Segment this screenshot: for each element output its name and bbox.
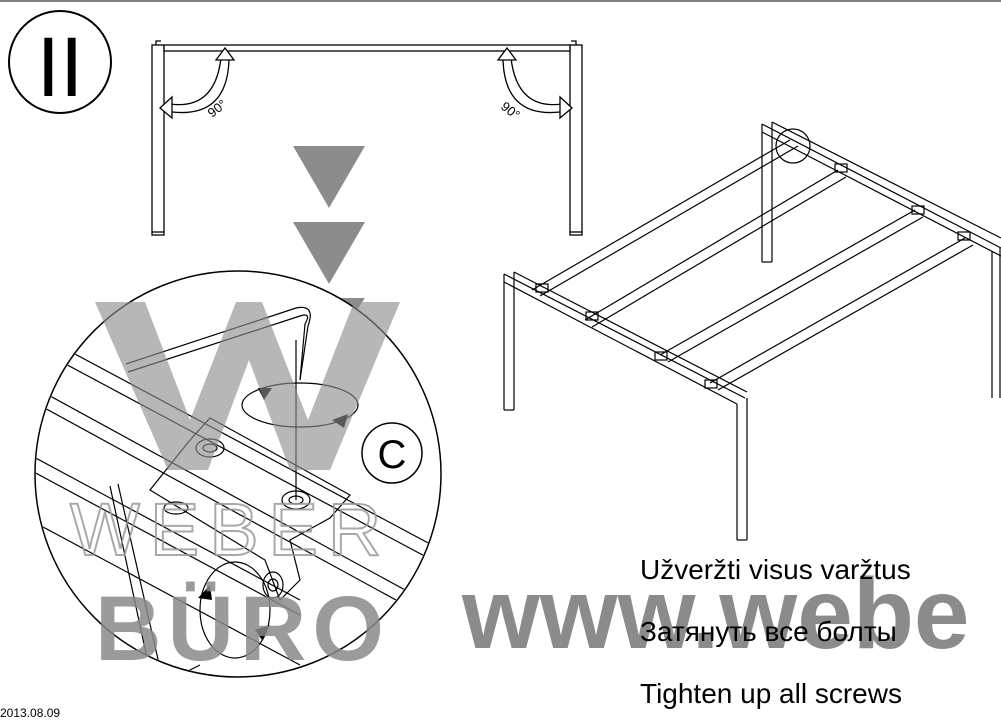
angle-arrow-right	[496, 46, 573, 120]
watermark-logo: WEBER BÜRO www.webe	[69, 302, 970, 680]
instruction-english: Tighten up all screws	[640, 678, 902, 709]
detail-label: C	[378, 433, 407, 477]
step-badge: II	[8, 10, 112, 114]
watermark-weber: WEBER	[70, 488, 391, 571]
frame-front-view	[151, 40, 583, 236]
angle-label-left: 90°	[205, 96, 230, 120]
instruction-russian: Затянуть все болты	[640, 616, 897, 647]
instruction-lithuanian: Užveržti visus varžtus	[640, 554, 911, 585]
watermark-buro: BÜRO	[95, 578, 390, 680]
document-date: 2013.08.09	[0, 706, 61, 720]
watermark-url: www.webe	[461, 558, 970, 670]
desk-frame-isometric	[503, 121, 1001, 541]
angle-arrow-left	[159, 46, 236, 120]
step-label: II	[37, 20, 84, 114]
